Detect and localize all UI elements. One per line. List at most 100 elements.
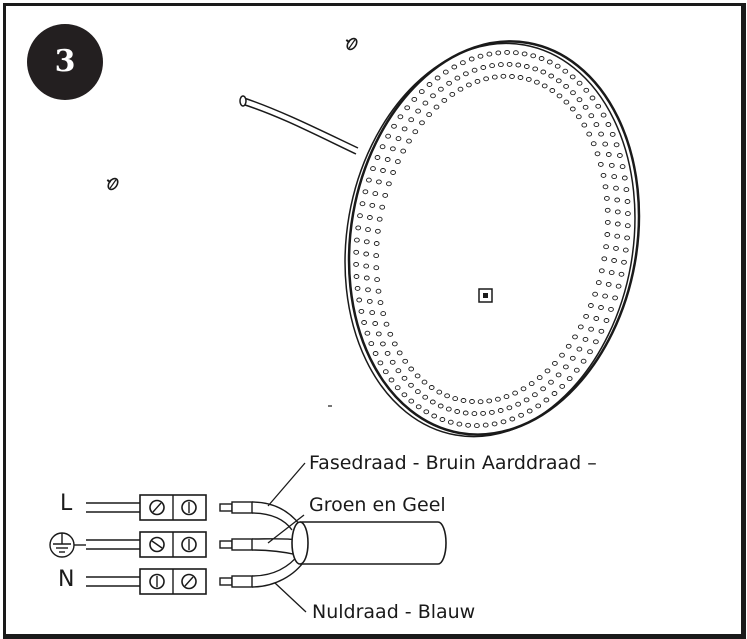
led-dot [389,359,396,365]
led-dot [613,185,619,191]
led-dot [388,377,395,383]
led-dot [498,62,504,68]
led-dot [365,287,371,293]
led-dot [387,331,394,337]
led-dot [598,268,605,274]
led-dot [451,64,458,70]
led-dot [369,202,376,208]
led-dot [362,189,369,195]
led-dot [386,181,392,187]
led-dot [477,53,484,59]
led-dot [377,360,384,366]
led-dot [439,417,446,422]
led-dot [611,174,618,180]
led-dot [593,339,599,345]
led-dot [624,223,631,229]
led-dot [382,369,389,375]
led-dot [603,244,609,250]
led-dot [589,95,596,101]
step-number: 3 [54,44,76,79]
led-dot [605,122,612,127]
led-dot [422,100,429,106]
led-dot [395,159,401,165]
led-dot [580,358,587,364]
led-dot [370,166,376,172]
led-dot [623,187,630,193]
led-dot [397,114,404,120]
led-dot [588,303,594,308]
led-dot [593,122,600,128]
led-dot [353,274,360,279]
led-dot [483,76,489,82]
led-dot [573,367,580,373]
led-dot [624,199,631,204]
led-dot [366,177,372,183]
led-dot [509,416,516,422]
label-leader-lines [267,462,307,613]
led-dot [583,313,589,319]
led-dot [375,331,382,337]
terminal-block-n [139,568,207,595]
led-dot [495,396,501,402]
led-dot [532,392,538,398]
led-dot [396,350,403,356]
led-dot [624,235,630,241]
led-dot [454,75,461,81]
led-dot [613,245,619,251]
led-dot [577,324,584,330]
led-dot [581,122,588,128]
led-dot [460,398,467,403]
led-dot [353,249,360,255]
led-dot [384,350,391,356]
led-dot [551,391,558,396]
led-dot [383,321,390,327]
led-dot [576,97,583,103]
led-dot [406,138,412,144]
led-dot [544,368,551,374]
led-dot [491,74,498,80]
led-dot [361,320,367,325]
led-dot [385,133,391,139]
led-dot [429,399,436,405]
led-dot [474,423,480,429]
earth-wire-label: Groen en Geel [309,494,446,516]
led-dot [415,404,422,410]
led-dot [504,49,510,55]
led-dot [474,78,481,84]
led-dot [605,152,612,157]
led-dot [500,73,507,79]
led-dot [379,204,386,210]
led-dot [375,228,381,234]
led-dot [592,291,598,297]
led-dot [486,398,493,404]
led-dot [466,82,472,88]
led-dot [500,419,507,425]
led-dot [602,141,609,147]
led-dot [526,408,533,414]
led-dot [438,86,444,92]
led-dot [433,104,440,110]
led-dot [375,288,382,294]
led-dot [372,321,379,326]
led-dot [566,376,573,382]
led-dot [415,389,421,395]
led-dot [462,410,469,416]
led-dot [538,56,545,61]
led-dot [437,403,444,409]
led-dot [518,412,524,418]
led-dot [497,408,504,413]
led-dot [374,277,380,283]
led-dot [372,351,379,356]
led-dot [391,123,397,129]
led-dot [530,53,537,59]
led-dot [619,164,626,170]
led-dot [604,195,610,201]
led-dot [408,382,414,388]
led-dot [369,310,376,316]
led-dot [391,341,398,347]
led-dot [363,275,370,281]
led-dot-ring [353,49,631,429]
led-dot [614,209,621,215]
led-dot [543,397,550,403]
